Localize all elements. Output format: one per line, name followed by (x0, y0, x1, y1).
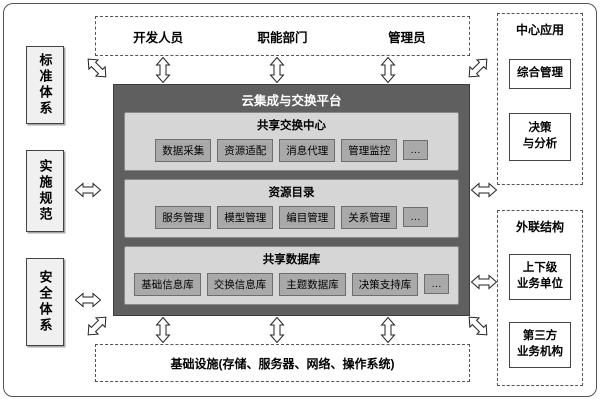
item-message-broker: 消息代理 (279, 138, 336, 162)
double-arrow-icon (156, 317, 170, 343)
box-label: 决策 与分析 (522, 122, 558, 150)
cloud-integration-platform: 云集成与交换平台 共享交换中心 数据采集 资源适配 消息代理 管理监控 … 资源… (113, 84, 470, 316)
top-users-group: 开发人员 职能部门 管理员 (95, 16, 470, 56)
pillar-label: 标准体系 (37, 53, 53, 117)
outer-border (3, 3, 597, 397)
item-theme-db: 主题数据库 (279, 272, 346, 296)
box-upper-lower-business-units: 上下级 业务单位 (509, 254, 571, 300)
box-label: 第三方 业务机构 (517, 330, 563, 358)
platform-sections: 共享交换中心 数据采集 资源适配 消息代理 管理监控 … 资源目录 服务管理 模… (114, 112, 469, 315)
section-items: 服务管理 模型管理 编目管理 关系管理 … (125, 202, 458, 237)
double-arrow-icon (471, 275, 497, 289)
item-resource-adaptation: 资源适配 (217, 138, 274, 162)
item-ellipsis: … (403, 140, 428, 160)
section-items: 数据采集 资源适配 消息代理 管理监控 … (125, 135, 458, 170)
center-apps-title: 中心应用 (515, 23, 564, 37)
double-arrow-icon (471, 183, 497, 197)
item-management-monitoring: 管理监控 (341, 138, 398, 162)
item-catalog-management: 编目管理 (279, 205, 336, 229)
section-title: 资源目录 (268, 187, 315, 199)
item-data-collection: 数据采集 (155, 138, 212, 162)
double-arrow-icon (270, 317, 284, 343)
infrastructure-label: 基础设施(存储、服务器、网络、操作系统) (170, 356, 395, 371)
item-relation-management: 关系管理 (341, 205, 398, 229)
user-role-developers: 开发人员 (133, 30, 184, 45)
item-basic-info-db: 基础信息库 (134, 272, 201, 296)
section-resource-catalog: 资源目录 服务管理 模型管理 编目管理 关系管理 … (124, 179, 459, 238)
platform-title: 云集成与交换平台 (241, 94, 342, 108)
double-arrow-icon (270, 57, 284, 83)
pillar-implementation-spec: 实施规范 (26, 150, 64, 232)
pillar-standards-system: 标准体系 (26, 46, 64, 124)
double-arrow-icon (381, 57, 395, 83)
section-title: 共享交换中心 (257, 120, 326, 132)
external-title: 外联结构 (515, 220, 564, 234)
section-title: 共享数据库 (262, 254, 321, 266)
user-role-administrator: 管理员 (388, 30, 426, 45)
double-arrow-icon (381, 317, 395, 343)
item-ellipsis: … (403, 207, 428, 227)
user-role-functional-departments: 职能部门 (257, 30, 308, 45)
pillar-label: 实施规范 (37, 159, 53, 223)
section-shared-exchange-center: 共享交换中心 数据采集 资源适配 消息代理 管理监控 … (124, 112, 459, 171)
double-arrow-icon (156, 57, 170, 83)
item-service-management: 服务管理 (155, 205, 212, 229)
double-arrow-icon (75, 293, 101, 307)
pillar-label: 安全体系 (37, 270, 53, 334)
section-shared-database: 共享数据库 基础信息库 交换信息库 主题数据库 决策支持库 … (124, 246, 459, 305)
item-decision-support-db: 决策支持库 (351, 272, 419, 296)
double-arrow-icon (75, 183, 101, 197)
box-third-party-business: 第三方 业务机构 (509, 322, 571, 368)
pillar-security-system: 安全体系 (26, 258, 64, 346)
box-comprehensive-management: 综合管理 (509, 59, 571, 89)
item-model-management: 模型管理 (217, 205, 274, 229)
box-label: 上下级 业务单位 (517, 262, 563, 290)
box-label: 综合管理 (517, 67, 563, 80)
item-exchange-info-db: 交换信息库 (206, 272, 274, 296)
item-ellipsis: … (424, 274, 449, 294)
section-items: 基础信息库 交换信息库 主题数据库 决策支持库 … (125, 269, 458, 304)
infrastructure-group: 基础设施(存储、服务器、网络、操作系统) (95, 344, 470, 382)
box-decision-analysis: 决策 与分析 (509, 113, 571, 161)
